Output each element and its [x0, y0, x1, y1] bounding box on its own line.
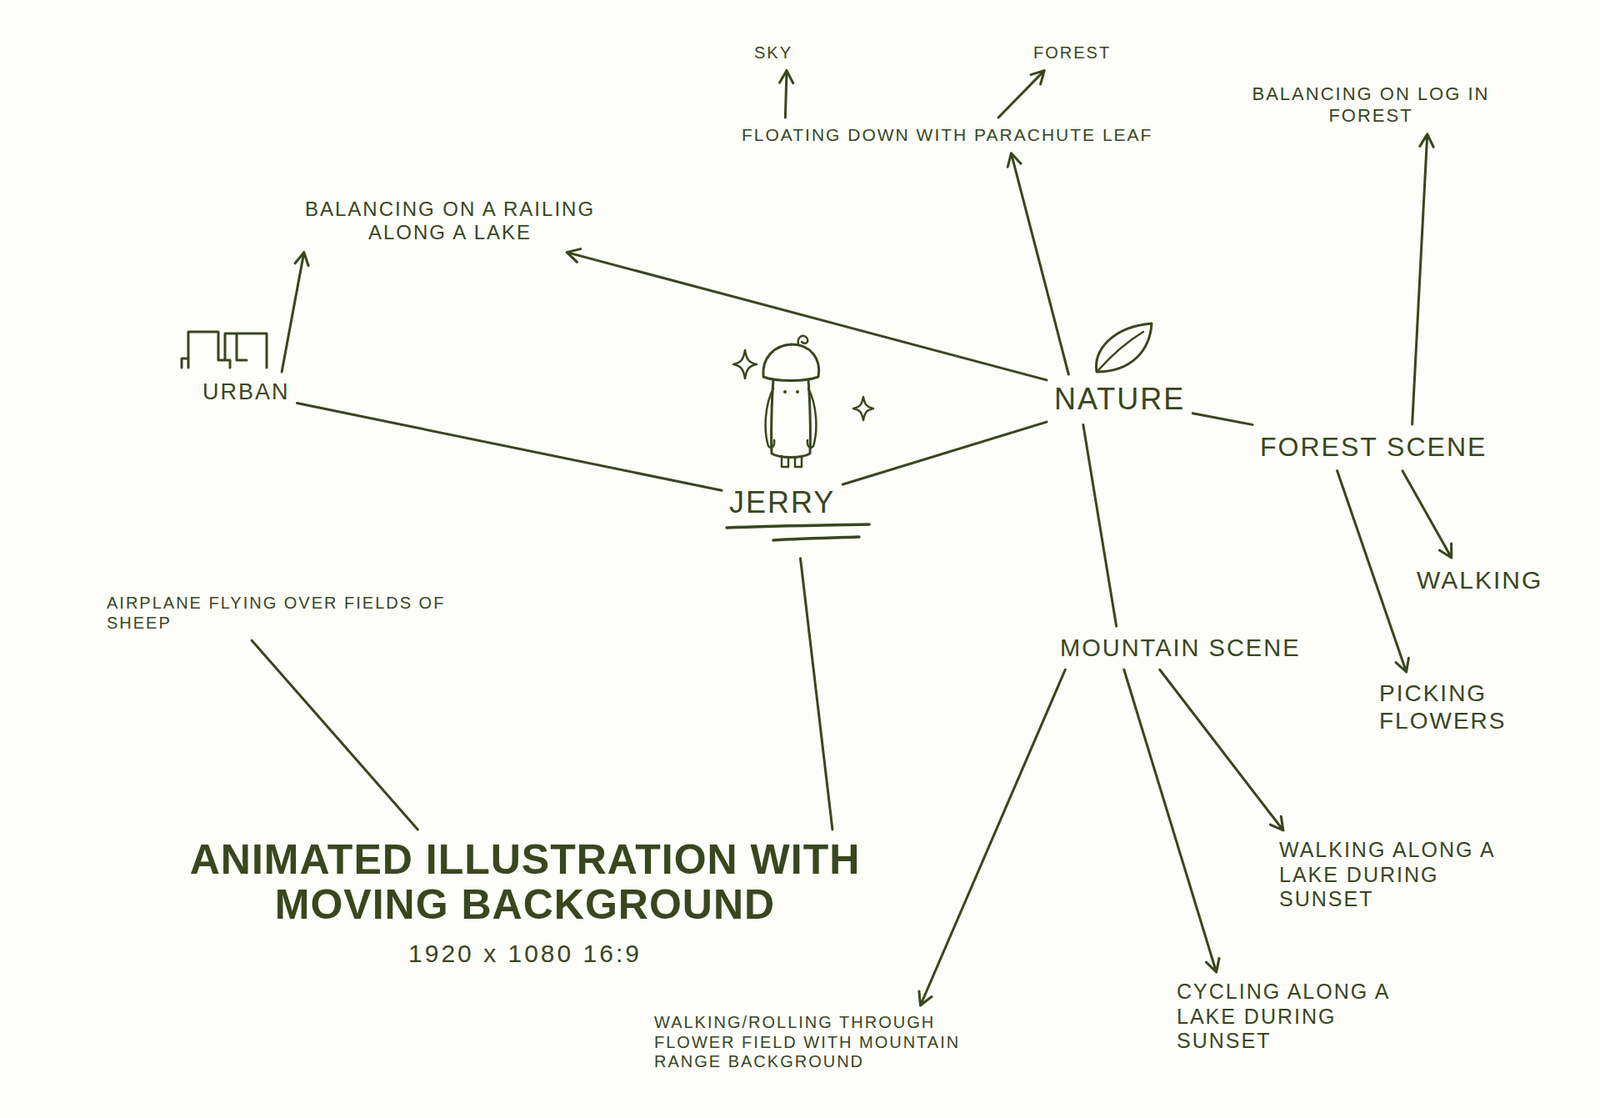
node-label: PICKING FLOWERS	[1379, 679, 1538, 735]
connector-arrow	[1402, 470, 1452, 558]
connector-stroke	[842, 421, 1047, 485]
connector-arrow	[1337, 470, 1410, 672]
node-label: JERRY	[729, 485, 835, 520]
connector-stroke	[800, 558, 832, 830]
connector-stroke	[566, 249, 1047, 380]
node-label: WALKING ALONG A LAKE DURING SUNSET	[1279, 837, 1496, 912]
connector-stroke	[919, 669, 1065, 1005]
node-label: FLOATING DOWN WITH PARACHUTE LEAF	[741, 125, 1153, 146]
connector-arrow	[998, 70, 1045, 118]
node-label: MOUNTAIN SCENE	[1060, 633, 1300, 662]
connector-stroke	[1007, 153, 1069, 375]
mind-map-node: PICKING FLOWERS	[1379, 679, 1538, 735]
city-skyline-icon	[181, 331, 267, 368]
connector-line	[1083, 424, 1117, 626]
mind-map-node: ANIMATED ILLUSTRATION WITH MOVING BACKGR…	[175, 836, 875, 968]
mind-map-node: WALKING ALONG A LAKE DURING SUNSET	[1279, 837, 1496, 912]
mind-map-node: BALANCING ON A RAILING ALONG A LAKE	[275, 197, 625, 245]
mind-map-node: BALANCING ON LOG IN FOREST	[1250, 83, 1492, 127]
connector-arrow	[566, 249, 1047, 380]
mind-map-node: FOREST	[1033, 43, 1111, 64]
connector-arrow	[1412, 134, 1434, 425]
connector-stroke	[251, 640, 418, 830]
connector-stroke	[1192, 413, 1253, 425]
mind-map-node: WALKING	[1416, 565, 1543, 595]
connector-arrow	[779, 70, 793, 118]
mind-map-node: MOUNTAIN SCENE	[1060, 633, 1300, 662]
sparkle	[733, 350, 874, 420]
node-label: BALANCING ON LOG IN FOREST	[1250, 83, 1492, 127]
mind-map-node: NATURE	[1054, 381, 1185, 417]
node-label: ANIMATED ILLUSTRATION WITH MOVING BACKGR…	[175, 836, 875, 927]
mind-map-node: WALKING/ROLLING THROUGH FLOWER FIELD WIT…	[654, 1012, 1005, 1072]
node-label: BALANCING ON A RAILING ALONG A LAKE	[275, 197, 625, 245]
title-underline	[726, 524, 870, 540]
connector-line	[842, 421, 1047, 485]
connector-arrow	[919, 669, 1065, 1005]
mind-map-node: SKY	[754, 43, 793, 64]
connector-stroke	[779, 70, 793, 118]
node-label: CYCLING ALONG A LAKE DURING SUNSET	[1176, 979, 1398, 1054]
connector-line	[251, 640, 418, 830]
mind-map-node: AIRPLANE FLYING OVER FIELDS OF SHEEP	[106, 593, 474, 633]
leaf-icon	[1096, 323, 1152, 372]
node-label: WALKING	[1416, 565, 1543, 595]
node-label: FOREST	[1033, 43, 1111, 64]
node-label: WALKING/ROLLING THROUGH FLOWER FIELD WIT…	[654, 1012, 1005, 1072]
node-label: AIRPLANE FLYING OVER FIELDS OF SHEEP	[106, 593, 474, 633]
connector-line	[297, 403, 722, 491]
connector-line	[800, 558, 832, 830]
connector-stroke	[1124, 669, 1220, 972]
connector-arrow	[1160, 669, 1284, 830]
node-label: URBAN	[202, 379, 290, 406]
mind-map-node: URBAN	[202, 379, 290, 406]
connector-stroke	[1337, 470, 1410, 672]
connector-stroke	[1402, 470, 1452, 558]
mind-map-node: CYCLING ALONG A LAKE DURING SUNSET	[1176, 979, 1398, 1054]
connector-arrow	[1124, 669, 1220, 972]
node-label: NATURE	[1054, 381, 1185, 417]
node-label: SKY	[754, 43, 793, 64]
mind-map-node: JERRY	[729, 485, 835, 520]
node-label: FOREST SCENE	[1260, 431, 1487, 464]
connector-stroke	[281, 252, 309, 372]
connector-stroke	[1083, 424, 1117, 626]
mind-map-node: FLOATING DOWN WITH PARACHUTE LEAF	[741, 125, 1153, 146]
connector-arrow	[1007, 153, 1069, 375]
mind-map-node: FOREST SCENE	[1260, 431, 1487, 464]
jerry-character	[763, 335, 820, 467]
connector-stroke	[998, 70, 1045, 118]
connector-line	[1192, 413, 1253, 425]
connector-arrow	[281, 252, 309, 372]
connector-stroke	[297, 403, 722, 491]
connector-stroke	[1160, 669, 1284, 830]
node-subtitle: 1920 x 1080 16:9	[175, 938, 875, 968]
connector-stroke	[1412, 134, 1434, 425]
